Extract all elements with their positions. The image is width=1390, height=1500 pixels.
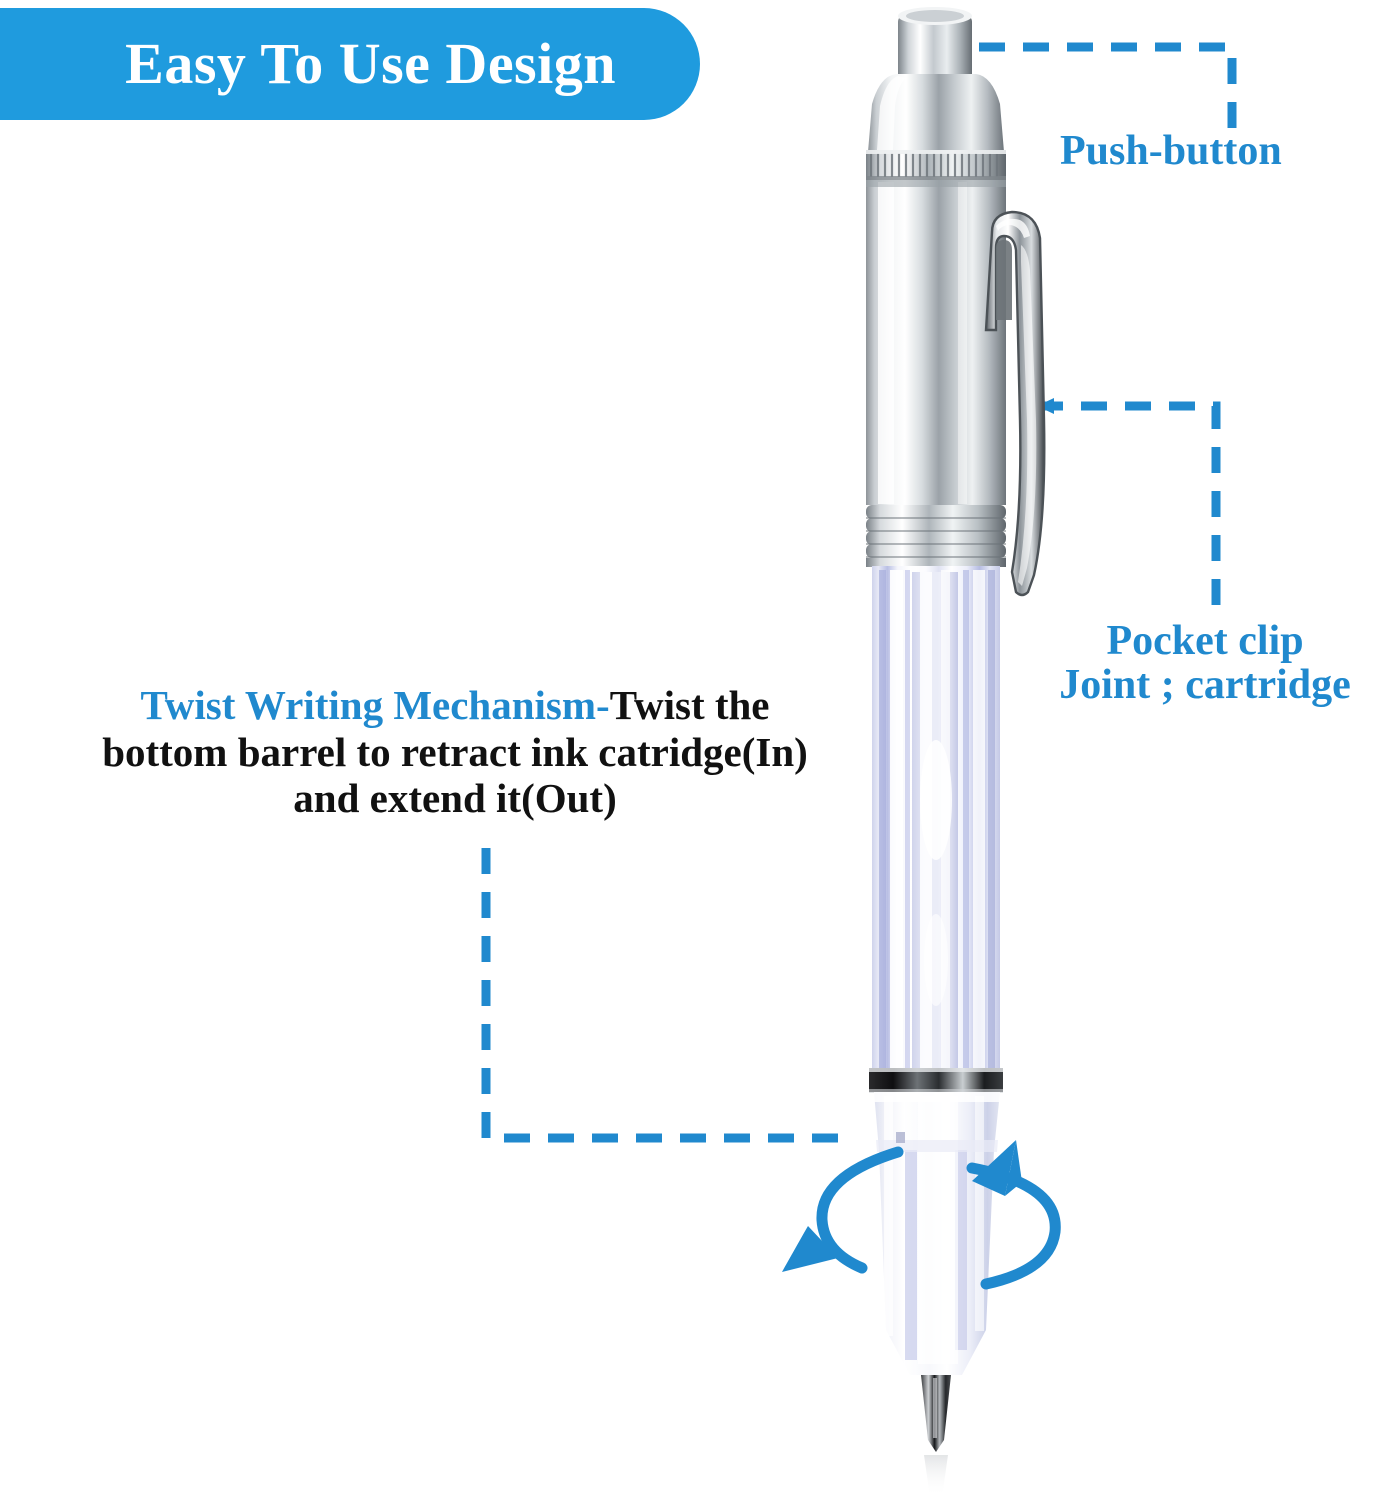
pocket-clip-line-2: Joint ; cartridge — [1059, 661, 1351, 708]
callout-label-push-button: Push-button — [1060, 128, 1282, 174]
pocket-clip — [984, 210, 1046, 597]
pocket-clip-line-1: Pocket clip — [1106, 618, 1304, 664]
twist-cone-section — [874, 1092, 1000, 1375]
leader-line-twist — [481, 848, 838, 1143]
callout-label-pocket-clip: Pocket clip Joint ; cartridge — [1030, 618, 1380, 708]
twist-body-text: Twist the bottom barrel to retract ink c… — [102, 682, 808, 822]
clear-barrel — [872, 566, 1000, 1070]
push-button-knob — [898, 7, 972, 74]
page-title: Easy To Use Design — [125, 31, 616, 96]
twist-accent-text: Twist Writing Mechanism- — [140, 682, 610, 728]
cap-shoulder — [868, 74, 1004, 152]
header-banner: Easy To Use Design — [0, 8, 700, 120]
threaded-joint — [866, 505, 1006, 567]
black-ring-joint — [869, 1068, 1003, 1093]
leader-line-pocket-clip — [1037, 398, 1221, 608]
callout-label-twist-mechanism: Twist Writing Mechanism-Twist the bottom… — [95, 682, 815, 822]
pen-tip — [921, 1375, 951, 1497]
rotation-arrow-icon — [782, 1140, 1061, 1290]
metal-cap-barrel — [866, 180, 1006, 505]
knurled-ring — [866, 150, 1006, 181]
